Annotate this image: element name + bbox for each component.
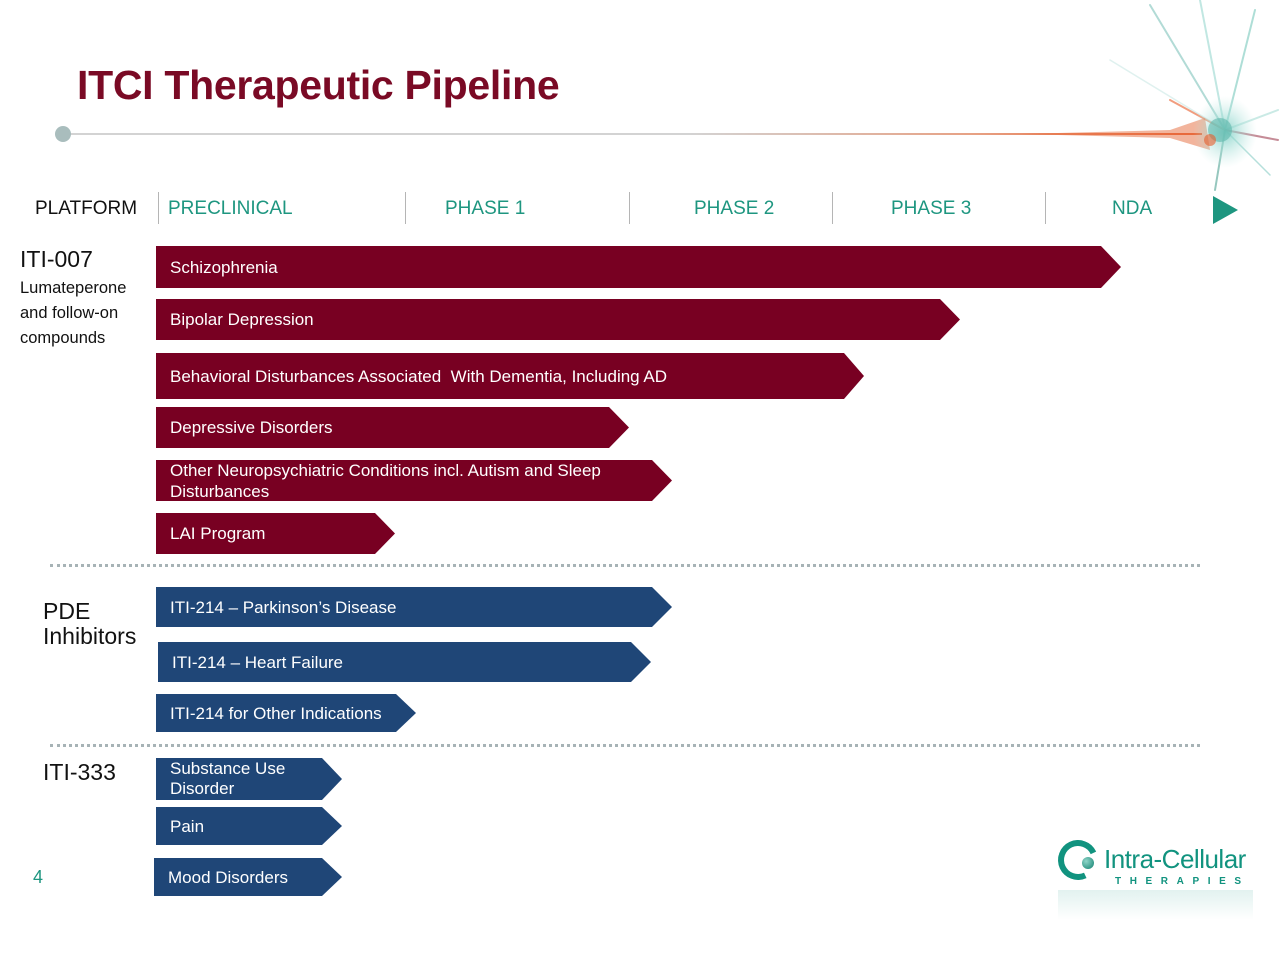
pipeline-bar-substance-use-disorder: Substance Use Disorder <box>156 758 342 800</box>
group-divider <box>50 564 1200 567</box>
pipeline-bar-iti214-parkinsons: ITI-214 – Parkinson’s Disease <box>156 587 672 627</box>
title-bullet-dot <box>55 126 71 142</box>
column-separator <box>629 192 630 224</box>
column-header-phase-3: PHASE 3 <box>891 198 972 219</box>
bar-label: Substance Use Disorder <box>170 759 285 799</box>
subtitle-line: compounds <box>20 329 106 347</box>
pipeline-bar-lai-program: LAI Program <box>156 513 395 554</box>
bar-label: Schizophrenia <box>170 257 278 277</box>
bar-label-line: Substance Use <box>170 759 286 778</box>
bar-label: ITI-214 – Parkinson’s Disease <box>170 597 397 617</box>
bar-label: ITI-214 for Other Indications <box>170 703 382 723</box>
pipeline-bar-iti214-heart-failure: ITI-214 – Heart Failure <box>158 642 651 682</box>
bar-label: LAI Program <box>170 524 266 543</box>
bar-label: Pain <box>170 816 205 836</box>
progression-arrow-icon <box>1213 196 1238 224</box>
bar-label-line: Disorder <box>170 779 235 798</box>
subtitle-line: and follow-on <box>20 304 119 322</box>
subtitle-line: Lumateperone <box>20 279 127 297</box>
page-number: 4 <box>33 867 44 887</box>
column-separator <box>832 192 833 224</box>
pipeline-bar-depressive-disorders: Depressive Disorders <box>156 407 629 448</box>
column-header-nda: NDA <box>1112 198 1153 219</box>
logo-sphere-icon <box>1082 857 1094 869</box>
column-header-preclinical: PRECLINICAL <box>168 198 293 219</box>
bar-label: ITI-214 – Heart Failure <box>172 652 344 672</box>
pipeline-bar-mood-disorders: Mood Disorders <box>154 858 342 896</box>
column-separator <box>158 192 159 224</box>
group-label-pde-inhibitors: PDE Inhibitors <box>43 599 136 649</box>
pipeline-bar-bipolar-depression: Bipolar Depression <box>156 299 960 340</box>
group-label-iti-007: ITI-007 <box>20 246 93 272</box>
logo-tagline: THERAPIES <box>1115 876 1250 887</box>
column-header-platform: PLATFORM <box>35 198 138 219</box>
pipeline-bar-schizophrenia: Schizophrenia <box>156 246 1121 288</box>
logo-wordmark: Intra-Cellular <box>1104 844 1246 874</box>
group-divider <box>50 744 1200 747</box>
group-label-iti-333: ITI-333 <box>43 759 116 785</box>
neuron-graphic-icon <box>1020 0 1279 191</box>
pipeline-bar-other-neuropsychiatric: Other Neuropsychiatric Conditions incl. … <box>156 460 672 501</box>
logo-reflection <box>1058 890 1253 920</box>
column-separator <box>1045 192 1046 224</box>
group-subtitle-iti-007: Lumateperone and follow-on compounds <box>20 276 126 351</box>
group-label-line: Inhibitors <box>43 623 137 649</box>
bar-label: Depressive Disorders <box>170 418 333 437</box>
page-title: ITCI Therapeutic Pipeline <box>77 62 560 108</box>
column-header-phase-2: PHASE 2 <box>694 198 775 219</box>
company-logo: Intra-Cellular THERAPIES <box>1052 834 1258 928</box>
bar-label: Mood Disorders <box>168 867 288 887</box>
group-label-line: PDE <box>43 598 91 624</box>
logo-ring-icon <box>1052 834 1104 886</box>
bar-label: Bipolar Depression <box>170 310 314 329</box>
title-divider <box>62 133 1202 135</box>
pipeline-bar-pain: Pain <box>156 807 342 845</box>
pipeline-bar-iti214-other: ITI-214 for Other Indications <box>156 694 416 732</box>
bar-label-line: Other Neuropsychiatric Conditions incl. … <box>170 460 601 480</box>
bar-label: Other Neuropsychiatric Conditions incl. … <box>170 460 601 502</box>
pipeline-bar-dementia-behavioral: Behavioral Disturbances Associated With … <box>156 353 864 399</box>
bar-label-line: Disturbances <box>170 481 270 501</box>
bar-label: Behavioral Disturbances Associated With … <box>170 366 668 386</box>
column-header-phase-1: PHASE 1 <box>445 198 526 219</box>
column-separator <box>405 192 406 224</box>
